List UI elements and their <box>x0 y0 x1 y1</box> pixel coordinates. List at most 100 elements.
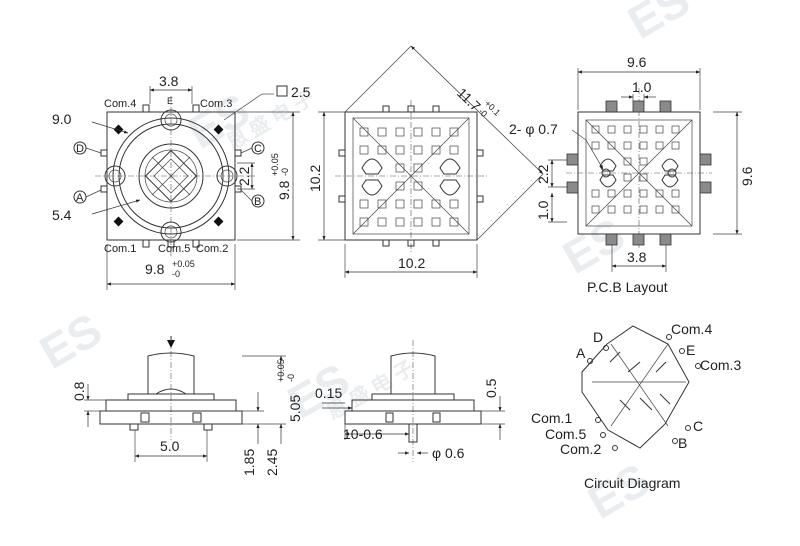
contact-pad <box>413 181 423 191</box>
contact-pad <box>623 189 632 198</box>
contact-pad <box>413 199 423 209</box>
contact-pad <box>623 173 632 182</box>
contact-pad <box>591 141 600 150</box>
dim-1-0-vertical: 1.0 <box>535 200 551 220</box>
contact-pad <box>413 145 423 155</box>
contact-pad <box>671 141 680 150</box>
contact-pad <box>413 163 423 173</box>
tol-minus: -0 <box>286 374 296 382</box>
dim-10-2-vertical: 10.2 <box>307 165 323 192</box>
contact-pad <box>639 189 648 198</box>
label-e: E <box>167 96 173 106</box>
dim-9-8-vertical: 9.8 <box>276 180 292 200</box>
switch-contact <box>655 361 667 373</box>
contact-pad <box>395 127 405 137</box>
contact-pad <box>431 199 441 209</box>
tol-minus: -0 <box>280 168 290 176</box>
contact-pad <box>449 145 459 155</box>
contact-pad <box>607 141 616 150</box>
circuit-outline <box>581 325 690 449</box>
dim-0-5: 0.5 <box>483 378 499 398</box>
contact-pad <box>623 205 632 214</box>
contact-pad <box>591 125 600 134</box>
dim-3-8: 3.8 <box>159 73 179 89</box>
contact-pad <box>395 217 405 227</box>
label-com3: Com.3 <box>200 98 232 110</box>
cd-label-b: B <box>678 435 687 451</box>
circuit-diagram: D A Com.4 E Com.3 Com.1 Com.5 Com.2 C B … <box>531 321 741 491</box>
side-view-right: 0.15 0.5 10-0.6 φ 0.6 <box>315 340 505 462</box>
dim-9-8-horizontal: 9.8 <box>145 261 165 277</box>
dim-1-85: 1.85 <box>241 449 257 476</box>
cd-label-com4: Com.4 <box>671 321 712 337</box>
side-actuator <box>147 352 195 395</box>
contact-pad <box>607 205 616 214</box>
contact-pad <box>639 141 648 150</box>
contact-pad <box>607 189 616 198</box>
cd-label-com5: Com.5 <box>545 426 586 442</box>
top-view: Com.4 E Com.3 Com.1 Com.5 Com.2 D A C B … <box>52 73 311 290</box>
contact-pad <box>655 205 664 214</box>
watermark-es: ES <box>619 0 698 49</box>
dim-phi-5-4: 5.4 <box>52 207 72 223</box>
dim-3-8: 3.8 <box>627 249 647 265</box>
contact-pad <box>607 125 616 134</box>
contact-pad <box>377 217 387 227</box>
label-pin-b: B <box>254 196 261 208</box>
tol-plus: +0.05 <box>172 259 195 269</box>
dim-1-0-top: 1.0 <box>632 79 652 95</box>
contact-pad <box>395 163 405 173</box>
label-com4: Com.4 <box>104 98 136 110</box>
contact-pad <box>377 199 387 209</box>
contact-pad <box>395 145 405 155</box>
contact-pad <box>655 141 664 150</box>
contact-pad <box>449 199 459 209</box>
watermark-es: ES <box>554 208 633 284</box>
switch-contact <box>659 393 671 405</box>
tol-minus: -0 <box>172 269 180 279</box>
contact-pad <box>359 127 369 137</box>
contact-pad <box>413 127 423 137</box>
contact-pad <box>413 217 423 227</box>
cd-label-d: D <box>593 329 603 345</box>
contact-pad <box>449 217 459 227</box>
label-com2: Com.2 <box>196 243 228 255</box>
contact-pad <box>449 127 459 137</box>
contact-pad <box>623 125 632 134</box>
label-com1: Com.1 <box>104 243 136 255</box>
contact-pad <box>395 181 405 191</box>
hole-bottom <box>160 221 182 243</box>
tol-plus: +0.05 <box>270 153 280 176</box>
dim-2-2: 2.2 <box>535 164 551 184</box>
circuit-title: Circuit Diagram <box>584 475 680 491</box>
dim-5-05: 5.05 <box>287 395 303 422</box>
label-pin-a: A <box>76 192 84 204</box>
switch-contact <box>619 399 631 411</box>
hole-top <box>160 109 182 131</box>
contact-pad <box>431 127 441 137</box>
contact-pad <box>431 145 441 155</box>
dim-2-2: 2.2 <box>236 166 252 186</box>
dim-sq-2-5: 2.5 <box>291 84 311 100</box>
switch-contact <box>627 361 641 373</box>
cd-label-c: C <box>693 418 703 434</box>
switch-contact <box>639 397 653 411</box>
contact-pad <box>639 205 648 214</box>
contact-pad <box>671 189 680 198</box>
cd-label-a: A <box>576 345 586 361</box>
contact-pad <box>591 189 600 198</box>
dim-5-0: 5.0 <box>160 438 180 454</box>
dim-2-45: 2.45 <box>264 449 280 476</box>
contact-pad <box>623 141 632 150</box>
contact-pad <box>359 199 369 209</box>
switch-contact <box>609 351 621 363</box>
hole-left <box>104 165 126 187</box>
contact-pad <box>639 157 648 166</box>
cd-label-com2: Com.2 <box>560 441 601 457</box>
contact-pad <box>655 189 664 198</box>
pcb-title: P.C.B Layout <box>587 279 668 295</box>
contact-pad <box>655 125 664 134</box>
contact-pad <box>671 125 680 134</box>
contact-pad <box>395 199 405 209</box>
